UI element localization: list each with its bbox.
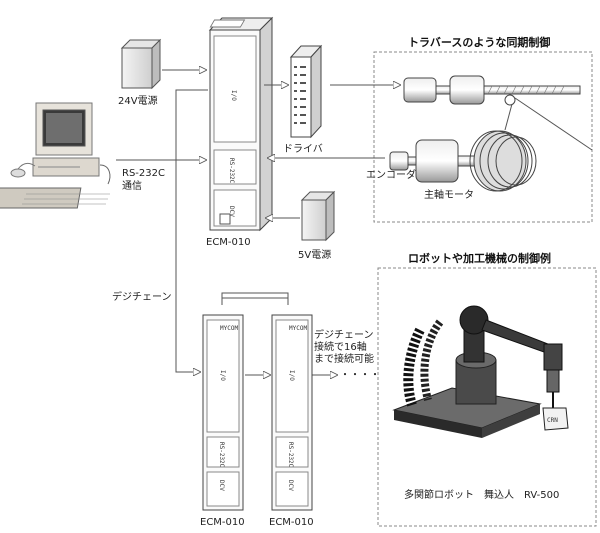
module-2-dcv: DCV — [218, 480, 225, 491]
robot-caption: 多関節ロボット 舞込人 RV-500 — [404, 488, 559, 501]
power-supply-5v: 5V電源 — [298, 190, 336, 261]
module-3-io: I/O — [288, 370, 295, 381]
ecm-module-3: MYCOM I/O RS-232C DCV ECM-010 — [269, 314, 314, 528]
robot-panel: ロボットや加工機械の制御例 CRN 多関節ロボット 舞込人 RV-500 — [377, 251, 597, 527]
chain-ellipsis: ・・・・ — [340, 370, 380, 381]
module-3-rs: RS-232C — [287, 442, 294, 468]
module-2-brand: MYCOM — [220, 325, 238, 332]
encoder-label: エンコーダ — [366, 168, 416, 181]
module-3-dcv: DCV — [287, 480, 294, 491]
module-1-io: I/O — [230, 90, 237, 101]
module-2-rs: RS-232C — [218, 442, 225, 468]
module-1-label: ECM-010 — [206, 237, 251, 248]
main-motor-label: 主軸モータ — [424, 188, 474, 201]
module-1-rs: RS-232C — [228, 158, 235, 184]
robot-tag: CRN — [547, 417, 558, 424]
traverse-title: トラバースのような同期制御 — [408, 35, 550, 49]
driver-label: ドライバ — [283, 143, 323, 155]
module-3-label: ECM-010 — [269, 517, 314, 528]
driver-unit: ドライバ — [283, 44, 323, 155]
module-2-label: ECM-010 — [200, 517, 245, 528]
rs232c-sublabel: 通信 — [122, 180, 142, 192]
computer — [0, 102, 111, 209]
robot-title: ロボットや加工機械の制御例 — [408, 251, 551, 265]
chain-note-line-3: まで接続可能 — [314, 352, 374, 365]
chain-note-line-1: デジチェーン — [314, 328, 374, 341]
module-1-dcv: DCV — [228, 206, 235, 217]
module-3-brand: MYCOM — [289, 325, 307, 332]
power-supply-24v: 24V電源 — [118, 38, 162, 107]
ecm-module-2: MYCOM I/O RS-232C DCV ECM-010 — [200, 314, 245, 528]
module-2-io: I/O — [219, 370, 226, 381]
power-5v-label: 5V電源 — [298, 248, 331, 261]
ecm-module-1: I/O RS-232C DCV ECM-010 — [206, 16, 274, 248]
power-24v-label: 24V電源 — [118, 94, 158, 107]
daisy-chain-label: デジチェーン — [112, 290, 172, 303]
rs232c-label: RS-232C — [122, 168, 165, 179]
chain-note-line-2: 接続で16軸 — [314, 340, 367, 353]
traverse-panel: トラバースのような同期制御 エンコーダ 主軸モータ — [366, 35, 593, 223]
connections — [116, 70, 400, 375]
